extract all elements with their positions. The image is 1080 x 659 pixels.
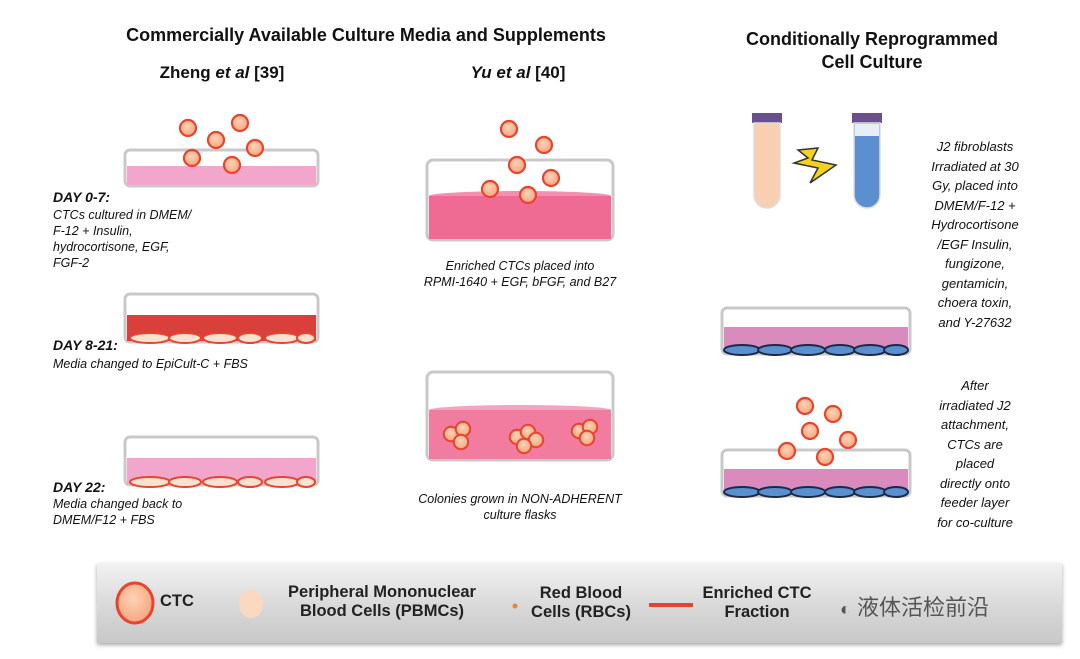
- desc-line: After: [961, 378, 989, 393]
- legend-line: Blood Cells (PBMCs): [299, 602, 465, 620]
- desc-line: directly onto: [939, 475, 1011, 491]
- zheng-step-1: DAY 0-7: CTCs cultured in DMEM/F-12 + In…: [53, 189, 191, 271]
- red-line-icon: [649, 603, 693, 607]
- day-label: DAY 22:: [53, 479, 106, 495]
- day-label: DAY 0-7:: [53, 189, 111, 205]
- conditional-step-2: After irradiated J2 attachment, CTCs are pla…: [920, 376, 1030, 532]
- zheng-step-2: DAY 8-21: Media changed to EpiCult-C + F…: [53, 337, 248, 372]
- desc-line: /EGF Insulin,: [937, 236, 1013, 252]
- zheng-name: Zheng: [159, 63, 216, 82]
- co-culture-dish: [720, 396, 912, 498]
- desc-line: attachment,: [941, 417, 1009, 432]
- watermark-text: 液体活检前沿: [857, 595, 990, 620]
- desc-line: choera toxin,: [937, 295, 1013, 310]
- desc-line: CTCs cultured in DMEM/: [53, 208, 192, 222]
- desc-line: irradiated J2: [939, 397, 1011, 413]
- ctc-cell-icon: [115, 581, 155, 625]
- desc-line: fungizone,: [945, 256, 1005, 271]
- yu-ref: [40]: [530, 63, 566, 82]
- desc-line: Gy, placed into: [932, 178, 1018, 193]
- desc-line: Enriched CTCs placed into: [445, 259, 595, 273]
- yu-etal: et al: [496, 63, 531, 82]
- desc-line: Hydrocortisone: [931, 217, 1019, 232]
- zheng-heading: Zheng et al [39]: [122, 63, 322, 83]
- desc-line: Irradiated at 30: [931, 158, 1019, 174]
- desc-line: and Y-27632: [938, 314, 1012, 330]
- desc-line: for co-culture: [937, 514, 1013, 530]
- desc-line: hydrocortisone, EGF,: [53, 240, 170, 254]
- commercial-heading: Commercially Available Culture Media and…: [126, 25, 606, 45]
- non-adherent-flask: [425, 370, 615, 462]
- lightning-icon: [791, 147, 838, 184]
- watermark: ◐ 液体活检前沿: [840, 590, 989, 622]
- desc-line: FGF-2: [53, 256, 90, 270]
- petri-dish-day8-21: [123, 292, 320, 344]
- desc-line: placed: [955, 456, 995, 471]
- yu-step-2: Colonies grown in NON-ADHERENT culture fl…: [370, 491, 670, 523]
- desc-line: gentamicin,: [941, 275, 1009, 291]
- legend-ctc: CTC: [160, 592, 194, 610]
- legend-line: Red Blood: [539, 584, 623, 602]
- desc-line: RPMI-1640 + EGF, bFGF, and B27: [423, 275, 617, 289]
- step-description: CTCs cultured in DMEM/F-12 + Insulin, hyd…: [53, 207, 191, 271]
- legend-line: Peripheral Mononuclear: [288, 583, 476, 601]
- yu-name: Yu: [470, 63, 497, 82]
- zheng-step-3: DAY 22: Media changed back to DMEM/F12 + …: [53, 479, 182, 528]
- blue-tube-icon: [852, 113, 882, 209]
- pbmc-cell-icon: [239, 590, 263, 618]
- desc-line: DMEM/F12 + FBS: [53, 513, 155, 527]
- peach-tube-icon: [752, 113, 782, 209]
- desc-line: feeder layer: [940, 495, 1010, 510]
- step-description: Media changed to EpiCult-C + FBS: [53, 357, 248, 371]
- yu-culture-dish: [425, 119, 615, 242]
- legend-line: Enriched CTC: [702, 584, 812, 602]
- desc-line: culture flasks: [483, 508, 557, 522]
- desc-line: CTCs are: [947, 436, 1003, 452]
- petri-dish-day22: [123, 435, 320, 488]
- feeder-layer-dish: [720, 306, 912, 356]
- wechat-icon: ◐: [840, 599, 851, 619]
- desc-line: DMEM/F-12 +: [934, 197, 1016, 213]
- rbc-dot-icon: [512, 603, 518, 609]
- conditional-heading-line1: Conditionally Reprogrammed: [745, 29, 999, 49]
- desc-line: Colonies grown in NON-ADHERENT: [418, 492, 622, 506]
- legend-line: Cells (RBCs): [531, 603, 631, 621]
- zheng-etal: et al: [215, 63, 250, 82]
- legend-line: Fraction: [724, 603, 790, 621]
- step-description: Media changed back to DMEM/F12 + FBS: [53, 496, 182, 528]
- desc-line: J2 fibroblasts: [936, 139, 1014, 154]
- day-label: DAY 8-21:: [53, 337, 118, 353]
- yu-heading: Yu et al [40]: [418, 63, 618, 83]
- desc-line: Media changed back to: [53, 497, 183, 511]
- zheng-ref: [39]: [249, 63, 285, 82]
- desc-line: F-12 + Insulin,: [53, 224, 133, 238]
- petri-dish-day0-7: [123, 113, 320, 188]
- conditional-heading-line2: Cell Culture: [821, 52, 923, 72]
